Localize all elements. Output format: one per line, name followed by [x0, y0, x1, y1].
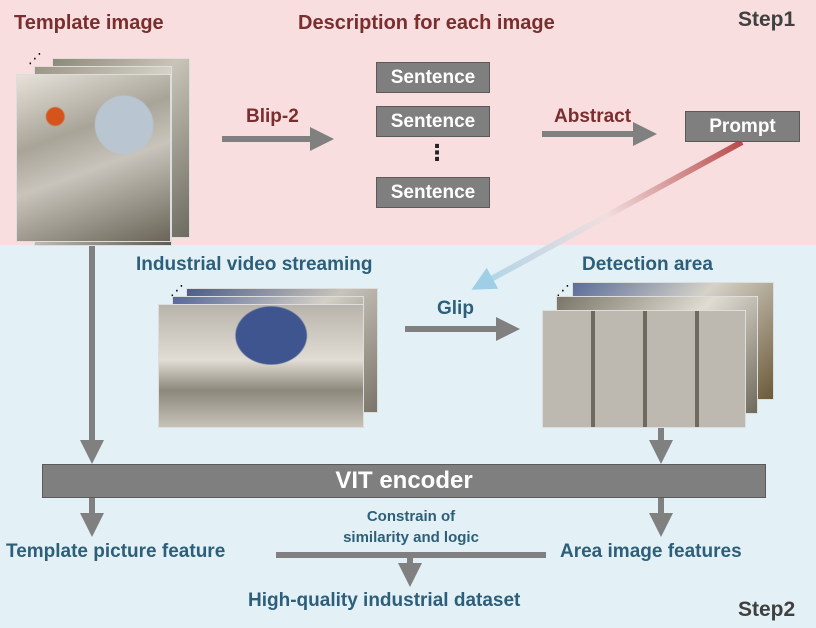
template-feature-label: Template picture feature	[6, 541, 226, 562]
constraint-label-line2: similarity and logic	[343, 529, 479, 546]
blip-label: Blip-2	[246, 106, 299, 127]
template-photo	[16, 74, 171, 242]
stack-dots: ⋰	[556, 282, 571, 298]
sentence-ellipsis: ⋮	[426, 140, 448, 165]
glip-label: Glip	[437, 298, 474, 319]
dataset-label: High-quality industrial dataset	[248, 590, 521, 611]
step1-label: Step1	[738, 8, 796, 31]
constraint-label-line1: Constrain of	[366, 508, 456, 525]
stack-dots: ⋰	[170, 282, 185, 298]
sentence-box-1: Sentence	[376, 62, 490, 93]
prompt-to-glip-arrow	[471, 139, 744, 290]
streaming-photo	[158, 304, 364, 428]
template-image-stack: ⋰	[16, 48, 191, 246]
description-title: Description for each image	[298, 12, 555, 34]
detection-photo	[542, 310, 746, 428]
detection-title: Detection area	[582, 254, 713, 275]
sentence-box-2: Sentence	[376, 106, 490, 137]
vit-encoder-box: VIT encoder	[42, 464, 766, 498]
area-feature-label: Area image features	[560, 541, 742, 562]
abstract-label: Abstract	[554, 106, 632, 127]
prompt-box: Prompt	[685, 111, 800, 142]
detection-image-stack: ⋰	[542, 282, 774, 428]
constraint-label: Constrain of similarity and logic	[318, 506, 504, 548]
template-image-title: Template image	[14, 12, 164, 34]
step2-label: Step2	[738, 598, 796, 621]
streaming-title: Industrial video streaming	[136, 254, 373, 275]
sentence-box-3: Sentence	[376, 177, 490, 208]
stack-dots: ⋰	[28, 50, 43, 66]
streaming-image-stack: ⋰	[158, 282, 380, 428]
